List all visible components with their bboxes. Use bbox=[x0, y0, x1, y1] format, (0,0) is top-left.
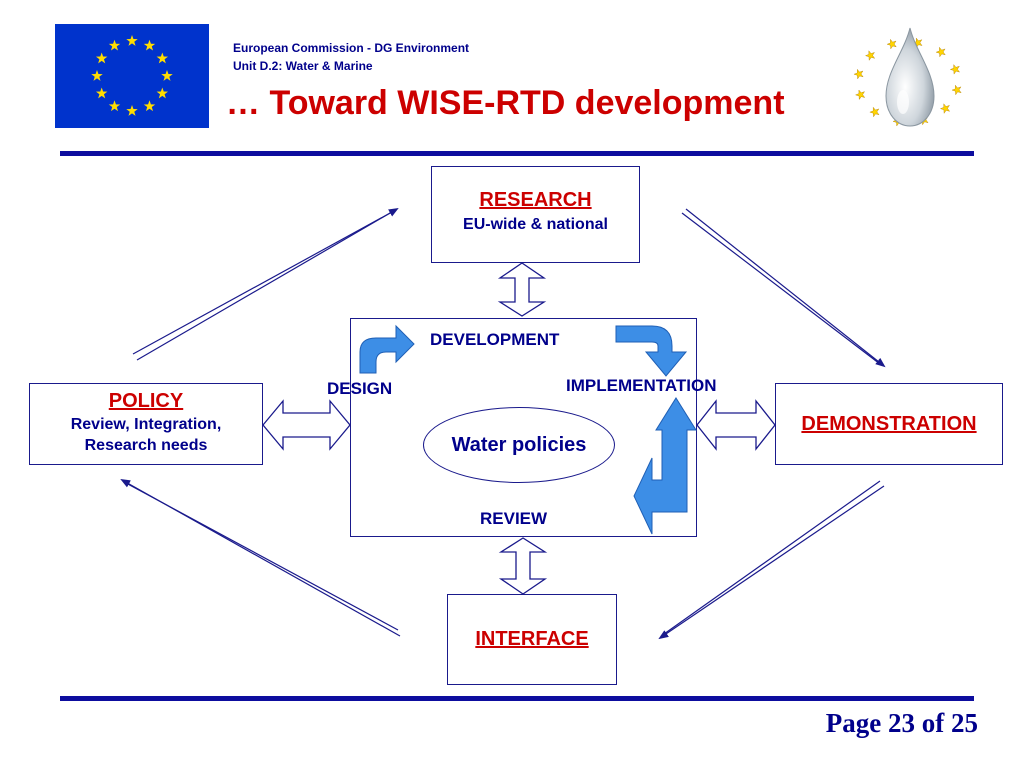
eu-stars-ring bbox=[91, 35, 173, 116]
flag-star-icon bbox=[95, 87, 108, 99]
cycle-label-design: DESIGN bbox=[327, 379, 393, 398]
interface-title: INTERFACE bbox=[475, 628, 589, 650]
page-number: Page 23 of 25 bbox=[825, 708, 978, 738]
flag-star-icon bbox=[143, 100, 156, 112]
cycle-label-implementation: IMPLEMENTATION bbox=[566, 376, 717, 395]
logo-star-icon bbox=[949, 64, 961, 75]
cycle-label-development: DEVELOPMENT bbox=[430, 330, 560, 349]
curved-arrow-development-to-implementation bbox=[615, 325, 688, 377]
footer-rule bbox=[60, 696, 974, 701]
flag-star-icon bbox=[126, 105, 138, 116]
flag-star-icon bbox=[126, 35, 138, 46]
curved-arrow-design-to-development bbox=[359, 324, 415, 374]
policy-subtitle-line-1: Review, Integration, bbox=[70, 416, 222, 433]
flag-star-icon bbox=[95, 52, 108, 64]
policy-subtitle-line-2: Research needs bbox=[84, 437, 208, 454]
org-line-2: Unit D.2: Water & Marine bbox=[233, 59, 373, 73]
double-arrow-research-cycle bbox=[497, 262, 547, 317]
arrow-research-to-demonstration bbox=[681, 208, 886, 368]
demonstration-title: DEMONSTRATION bbox=[801, 412, 977, 435]
research-box: RESEARCH EU-wide & national bbox=[431, 166, 640, 263]
arrow-demonstration-to-interface bbox=[658, 480, 885, 640]
logo-star-icon bbox=[951, 84, 962, 96]
policy-title: POLICY bbox=[108, 390, 184, 412]
flag-star-icon bbox=[91, 70, 103, 81]
policy-box: POLICY Review, Integration, Research nee… bbox=[29, 383, 263, 465]
logo-star-icon bbox=[886, 38, 897, 50]
water-drop-logo-icon bbox=[848, 26, 968, 132]
logo-star-icon bbox=[939, 103, 951, 114]
arrow-policy-to-research bbox=[132, 207, 399, 361]
flag-star-icon bbox=[156, 87, 169, 99]
org-line-1: European Commission - DG Environment bbox=[233, 41, 470, 55]
flag-star-icon bbox=[108, 100, 121, 112]
research-title: RESEARCH bbox=[479, 189, 592, 211]
logo-star-icon bbox=[935, 46, 946, 58]
logo-star-icon bbox=[869, 106, 880, 118]
arrow-implementation-return bbox=[633, 397, 697, 535]
water-policies-node: Water policies bbox=[423, 407, 615, 483]
cycle-label-review: REVIEW bbox=[480, 509, 548, 528]
flag-star-icon bbox=[108, 39, 121, 51]
header-rule bbox=[60, 151, 974, 156]
arrow-interface-to-policy bbox=[120, 479, 401, 637]
research-subtitle: EU-wide & national bbox=[463, 216, 608, 233]
flag-star-icon bbox=[156, 52, 169, 64]
logo-star-icon bbox=[853, 68, 864, 80]
eu-flag-icon bbox=[55, 24, 209, 128]
demonstration-box: DEMONSTRATION bbox=[775, 383, 1003, 465]
interface-box: INTERFACE bbox=[447, 594, 617, 685]
flag-star-icon bbox=[161, 70, 173, 81]
water-policies-label: Water policies bbox=[451, 433, 587, 456]
logo-star-icon bbox=[864, 50, 876, 61]
flag-star-icon bbox=[143, 39, 156, 51]
logo-star-icon bbox=[854, 89, 866, 101]
page-title: … Toward WISE-RTD development bbox=[226, 84, 785, 122]
